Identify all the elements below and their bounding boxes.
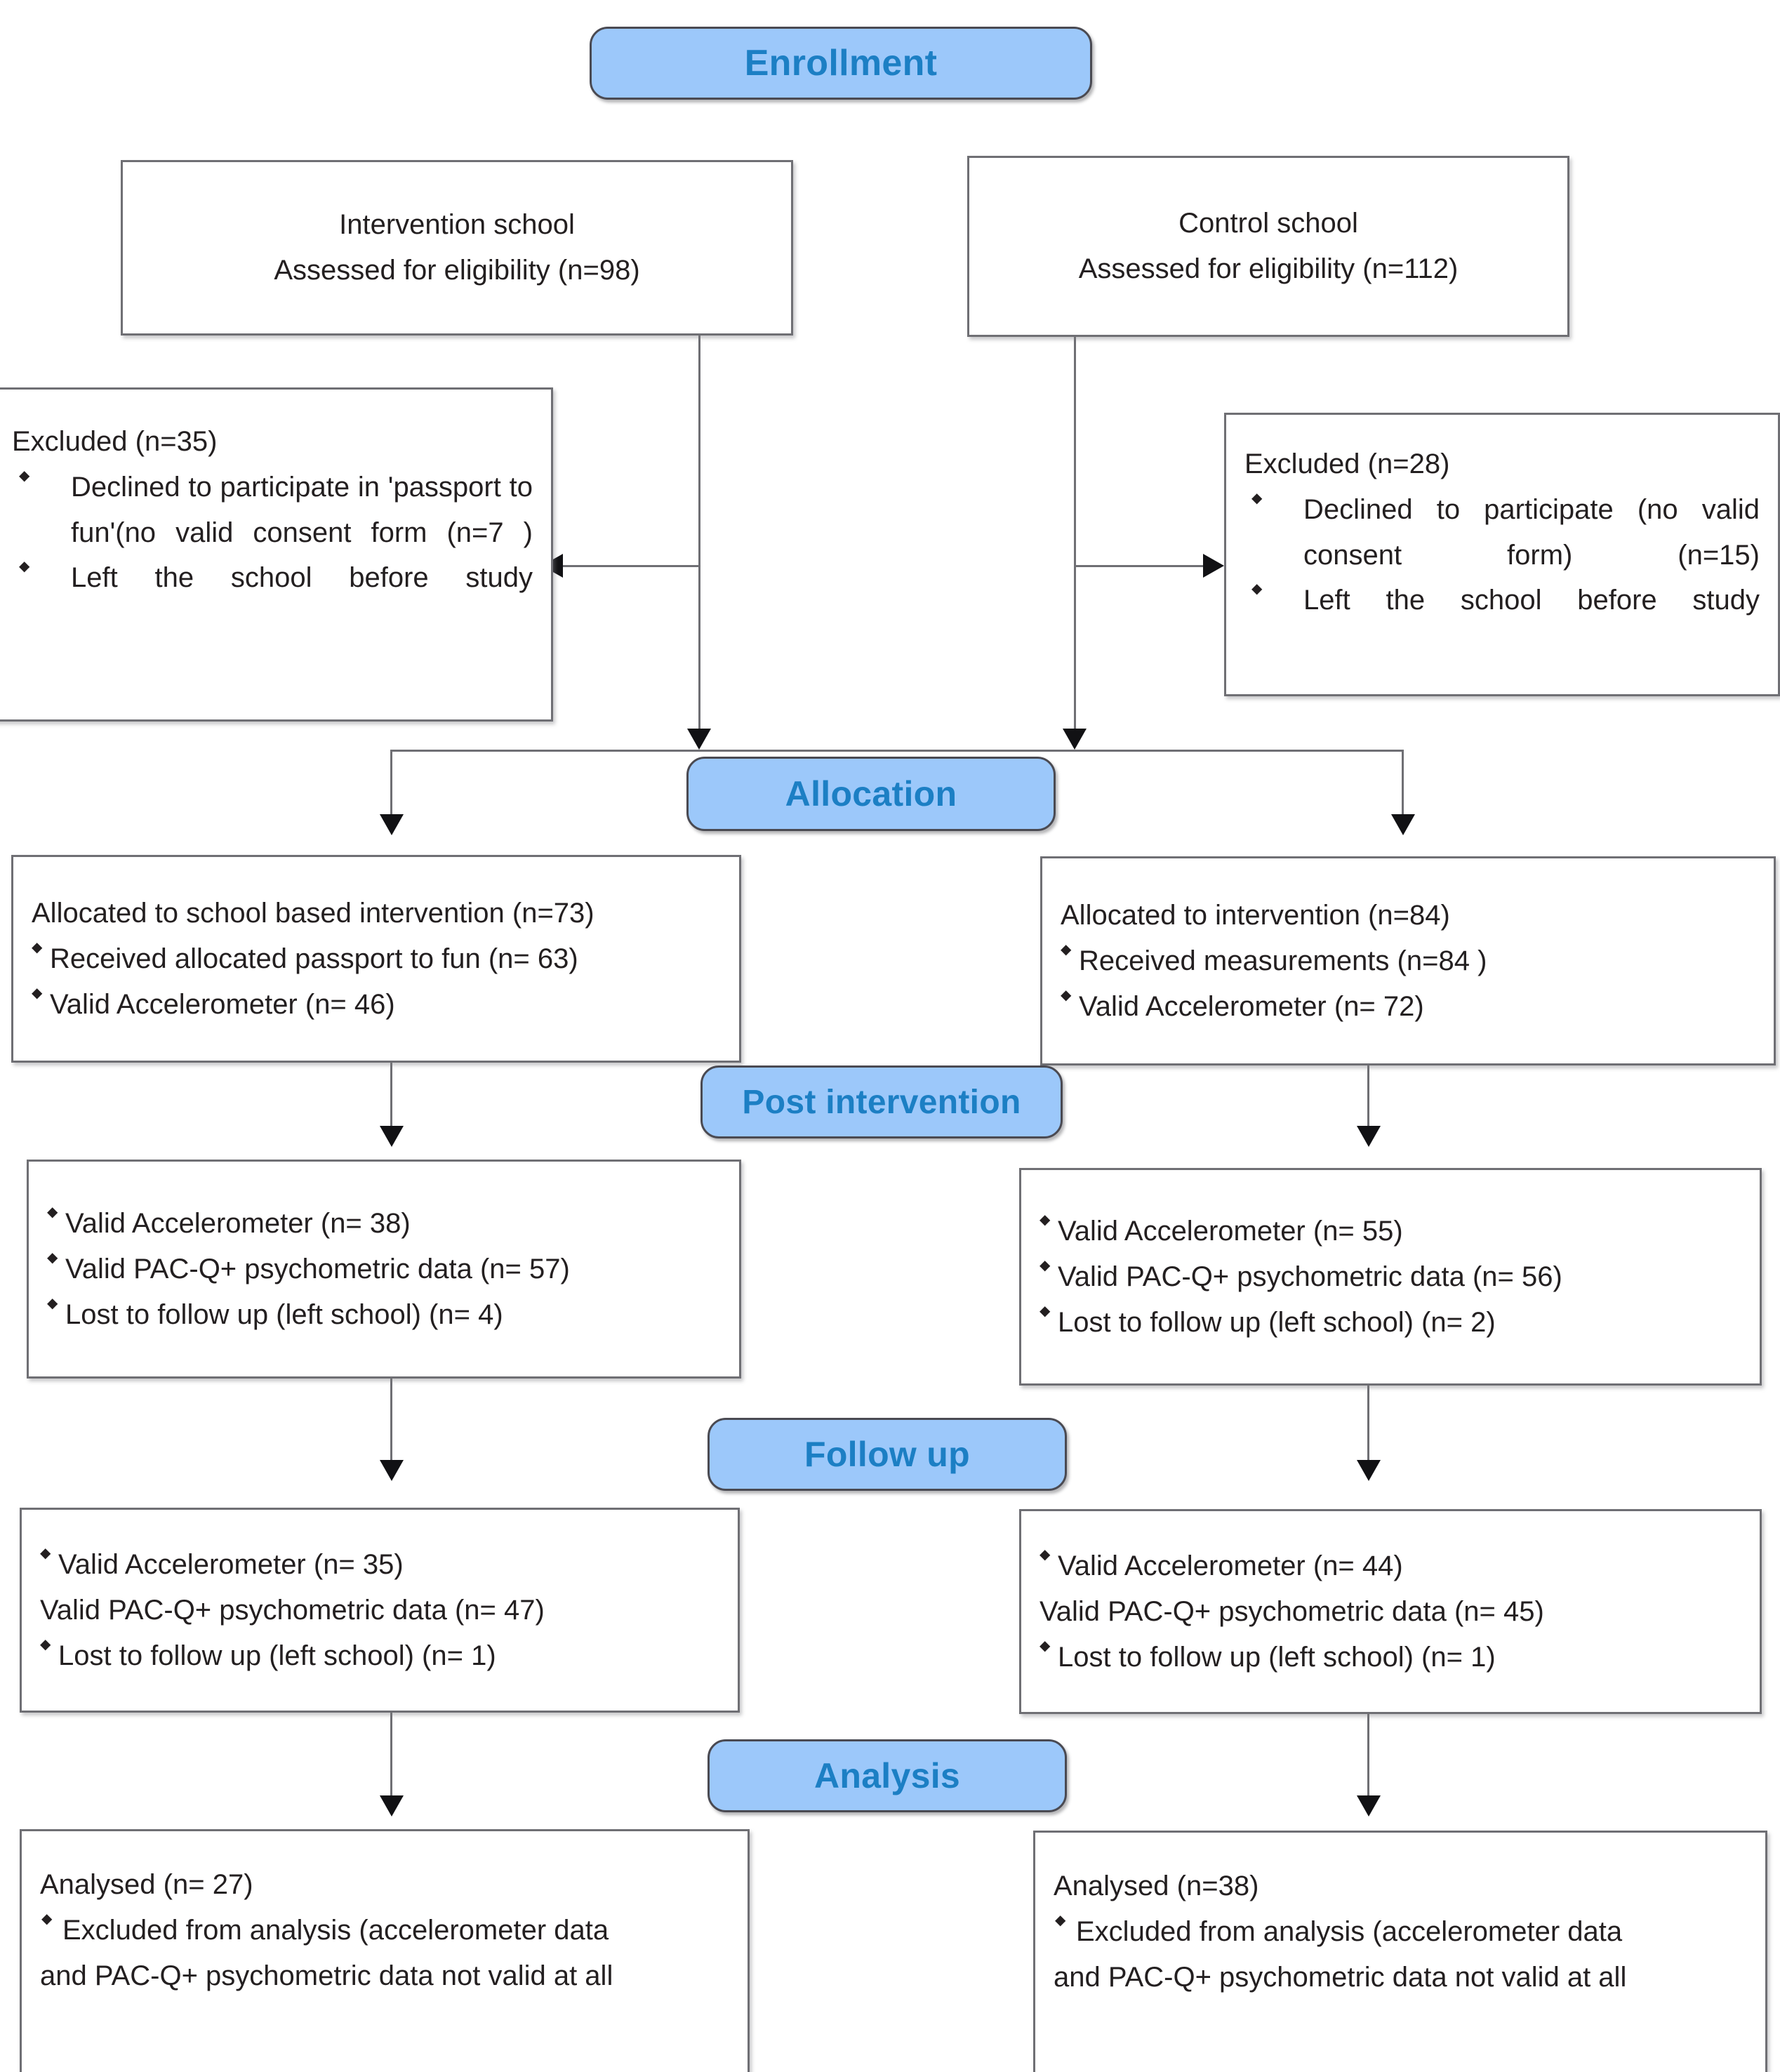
stage-banner-enrollment-label: Enrollment [744,43,938,84]
allocation-control-item-2: Valid Accelerometer (n= 72) [1061,983,1755,1029]
stage-banner-follow-up-label: Follow up [804,1435,970,1474]
enrollment-control-line1: Control school [1178,208,1358,239]
post-intervention-item-3: Lost to follow up (left school) (n= 4) [47,1291,721,1337]
post-intervention-item-1: Valid Accelerometer (n= 38) [47,1201,721,1247]
connector-control-to-excluded-arrow [1203,554,1224,578]
enrollment-box-intervention: Intervention school Assessed for eligibi… [121,160,793,336]
stage-banner-post-intervention-label: Post intervention [742,1083,1021,1121]
stage-banner-post-intervention: Post intervention [700,1065,1063,1138]
allocation-box-intervention: Allocated to school based intervention (… [11,855,741,1063]
post-intervention-item-2: Valid PAC-Q+ psychometric data (n= 57) [47,1247,721,1292]
analysis-intervention-item-line2: and PAC-Q+ psychometric data not valid a… [40,1960,613,1991]
allocation-intervention-heading: Allocated to school based intervention (… [32,897,595,929]
post-control-item-2: Valid PAC-Q+ psychometric data (n= 56) [1040,1254,1741,1300]
excluded-intervention-item-2: Left the school before study [12,555,533,601]
excluded-control-item-1: Declined to participate (no valid consen… [1244,487,1760,578]
allocation-control-item-1: Received measurements (n=84 ) [1061,938,1755,984]
allocation-intervention-item-2: Valid Accelerometer (n= 46) [32,981,721,1027]
allocation-drop-left-arrow [380,814,404,835]
stage-banner-allocation: Allocation [686,757,1056,831]
connector-alloc-to-post-right [1367,1065,1369,1138]
follow-up-box-intervention: Valid Accelerometer (n= 35) Valid PAC-Q+… [20,1508,740,1713]
stage-banner-enrollment: Enrollment [590,27,1092,100]
allocation-drop-left [390,750,392,827]
analysis-box-intervention: Analysed (n= 27) Excluded from analysis … [20,1829,750,2072]
connector-control-down-arrow [1063,729,1087,750]
post-intervention-box-intervention: Valid Accelerometer (n= 38) Valid PAC-Q+… [27,1160,741,1379]
allocation-distribution-bar [390,750,1404,752]
stage-banner-follow-up: Follow up [708,1418,1067,1491]
connector-follow-to-analysis-left [390,1713,392,1807]
allocation-intervention-item-1: Received allocated passport to fun (n= 6… [32,936,721,982]
connector-post-to-follow-left [390,1379,392,1470]
stage-banner-allocation-label: Allocation [785,774,957,813]
enrollment-control-line2: Assessed for eligibility (n=112) [1078,253,1459,284]
analysis-box-control: Analysed (n=38) Excluded from analysis (… [1033,1831,1767,2072]
excluded-box-control: Excluded (n=28) Declined to participate … [1224,413,1780,696]
connector-follow-to-analysis-right-arrow [1357,1795,1381,1817]
allocation-control-heading: Allocated to intervention (n=84) [1061,899,1450,931]
enrollment-box-control: Control school Assessed for eligibility … [967,156,1569,337]
follow-up-intervention-item-2: Valid PAC-Q+ psychometric data (n= 47) [40,1594,545,1626]
connector-control-down [1074,337,1076,741]
excluded-intervention-item-1: Declined to participate in 'passport to … [12,465,533,556]
connector-alloc-to-post-right-arrow [1357,1126,1381,1147]
follow-up-box-control: Valid Accelerometer (n= 44) Valid PAC-Q+… [1019,1509,1762,1714]
connector-follow-to-analysis-left-arrow [380,1795,404,1817]
connector-intervention-down [698,336,700,741]
follow-up-intervention-item-1: Valid Accelerometer (n= 35) [40,1542,719,1588]
connector-post-to-follow-left-arrow [380,1460,404,1481]
enrollment-intervention-line2: Assessed for eligibility (n=98) [274,255,640,286]
connector-post-to-follow-right [1367,1386,1369,1471]
post-control-item-3: Lost to follow up (left school) (n= 2) [1040,1299,1741,1345]
allocation-box-control: Allocated to intervention (n=84) Receive… [1040,856,1776,1065]
analysis-control-item-line2: and PAC-Q+ psychometric data not valid a… [1054,1961,1627,1993]
follow-up-control-item-3: Lost to follow up (left school) (n= 1) [1040,1634,1741,1680]
stage-banner-analysis-label: Analysis [813,1756,961,1795]
connector-alloc-to-post-left-arrow [380,1126,404,1147]
post-control-item-1: Valid Accelerometer (n= 55) [1040,1209,1741,1254]
follow-up-control-item-1: Valid Accelerometer (n= 44) [1040,1543,1741,1589]
connector-control-to-excluded [1076,565,1204,567]
excluded-box-intervention: Excluded (n=35) Declined to participate … [0,387,553,722]
stage-banner-analysis: Analysis [708,1739,1067,1812]
connector-intervention-down-arrow [687,729,711,750]
enrollment-intervention-line1: Intervention school [339,209,575,241]
connector-follow-to-analysis-right [1367,1714,1369,1807]
follow-up-intervention-item-3: Lost to follow up (left school) (n= 1) [40,1633,719,1678]
connector-intervention-to-excluded [562,565,699,567]
post-intervention-box-control: Valid Accelerometer (n= 55) Valid PAC-Q+… [1019,1168,1762,1386]
excluded-intervention-heading: Excluded (n=35) [12,426,218,457]
analysis-intervention-heading: Analysed (n= 27) [40,1869,253,1900]
analysis-intervention-item-line1: Excluded from analysis (accelerometer da… [40,1908,729,1953]
analysis-control-heading: Analysed (n=38) [1054,1871,1259,1901]
connector-alloc-to-post-left [390,1063,392,1138]
excluded-control-item-2: Left the school before study [1244,578,1760,623]
analysis-control-item-line1: Excluded from analysis (accelerometer da… [1054,1909,1747,1955]
connector-post-to-follow-right-arrow [1357,1460,1381,1481]
allocation-drop-right [1402,750,1404,827]
excluded-control-heading: Excluded (n=28) [1244,449,1450,479]
allocation-drop-right-arrow [1391,814,1415,835]
follow-up-control-item-2: Valid PAC-Q+ psychometric data (n= 45) [1040,1595,1544,1627]
